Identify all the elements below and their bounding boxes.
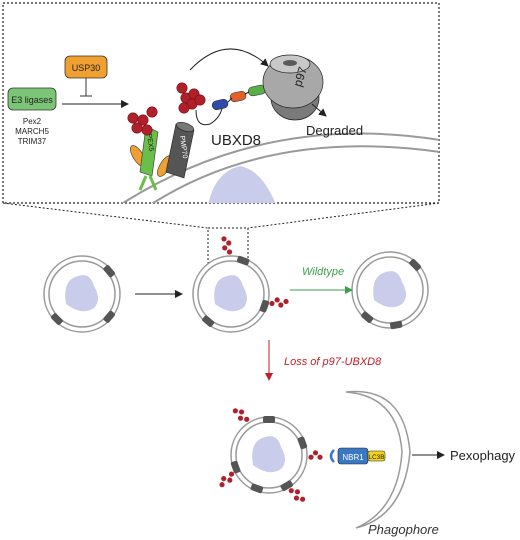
ubiquitin <box>278 302 284 308</box>
ubxd8-domain-blue <box>211 99 229 110</box>
pmp70-marker <box>103 310 115 323</box>
pmp70-marker <box>409 259 421 271</box>
phagophore-membrane <box>345 390 411 529</box>
ubiquitin <box>237 415 244 421</box>
ubiquitin-chain <box>288 488 306 502</box>
peroxisome-ubiquitinated <box>192 236 289 333</box>
pmp70-marker <box>259 299 270 313</box>
ubiquitin-chain <box>308 450 323 460</box>
ubiquitin <box>312 450 319 456</box>
e3-item-pex2: Pex2 <box>23 117 42 126</box>
ubxd8-label: UBXD8 <box>211 132 261 149</box>
ubiquitin <box>178 102 190 114</box>
ubiquitin-chain <box>221 236 233 255</box>
loss-label: Loss of p97-UBXD8 <box>284 356 382 368</box>
ubiquitin <box>317 454 323 460</box>
peroxisome-matrix <box>373 271 406 308</box>
ubiquitin <box>226 249 233 255</box>
degraded-label: Degraded <box>306 123 363 138</box>
ubxd8-tether <box>195 107 223 126</box>
pexophagy-label: Pexophagy <box>450 448 516 463</box>
pmp70-marker <box>103 265 115 278</box>
p97-label: p97 <box>290 65 310 89</box>
ubiquitin <box>194 94 206 106</box>
ubiquitin <box>293 495 300 501</box>
ubiquitin <box>146 106 158 118</box>
ubiquitin-chain <box>219 471 235 488</box>
e3-ligases-label: E3 ligases <box>11 95 53 105</box>
e3-item-trim37: TRIM37 <box>18 137 47 146</box>
pmp70-marker <box>250 483 264 494</box>
peroxisome-initial <box>43 255 121 333</box>
ubiquitin <box>300 496 306 502</box>
ubiquitin <box>228 471 235 477</box>
ubiquitin <box>226 240 232 246</box>
e3-ligases-box <box>7 87 57 111</box>
outer-membrane-arc <box>121 132 439 203</box>
nbr1-hook <box>329 449 335 463</box>
pex5-protein <box>139 125 159 177</box>
pmp70-marker <box>361 311 374 323</box>
ubiquitin <box>238 409 245 415</box>
ubiquitin <box>232 408 238 414</box>
pmp70-marker <box>389 320 403 330</box>
peroxisome-wildtype <box>351 251 429 330</box>
usp30-label: USP30 <box>72 63 101 73</box>
ubxd8-domain-orange <box>229 91 247 102</box>
inner-membrane-arc <box>151 145 439 203</box>
e3-item-march5: MARCH5 <box>15 127 49 136</box>
pmp70-label: PMP70 <box>178 135 188 159</box>
peroxisome-matrix <box>214 275 247 312</box>
ubiquitin <box>222 245 228 251</box>
ubiquitin-chain <box>269 297 289 308</box>
ubiquitin <box>131 122 143 134</box>
pex5-label: PEX5 <box>145 133 154 152</box>
ubiquitin <box>141 124 153 136</box>
peroxisome-matrix-inset <box>208 166 276 203</box>
wildtype-label: Wildtype <box>302 266 344 278</box>
peroxisome-matrix <box>252 436 285 473</box>
pmp70-marker <box>236 255 250 266</box>
ubiquitin <box>308 454 314 460</box>
ubiquitin <box>244 416 250 422</box>
lc3b-label: LC3B <box>368 454 384 461</box>
zoom-line-right <box>247 202 440 229</box>
ubiquitin <box>221 236 227 242</box>
phagophore-label: Phagophore <box>368 522 439 537</box>
pmp70-marker <box>263 416 275 423</box>
ubiquitin <box>137 114 149 126</box>
nbr1-label: NBR1 <box>342 453 364 462</box>
pmp70-marker <box>230 460 241 474</box>
pmp70-marker <box>297 436 308 450</box>
peroxisome-loss-of-p97 <box>219 408 323 502</box>
ubiquitin <box>221 475 227 482</box>
transfer-arrow <box>189 48 269 71</box>
degradation-arrow <box>311 103 327 117</box>
pmp70-marker <box>51 313 63 325</box>
pmp70-marker <box>202 315 215 327</box>
ubiquitin <box>219 482 225 488</box>
ubiquitin <box>269 300 275 307</box>
ubiquitin <box>274 297 280 303</box>
inset-panel: E3 ligases Pex2 MARCH5 TRIM37 USP30 PEX5… <box>2 2 440 204</box>
lc3b-box <box>367 450 386 462</box>
ubiquitin <box>288 488 294 494</box>
peroxisome-matrix <box>65 275 98 312</box>
ubiquitin <box>127 112 139 124</box>
ubiquitin-chain <box>232 408 250 422</box>
ubiquitin <box>283 298 289 305</box>
ubiquitin <box>227 477 233 483</box>
pmp70-marker <box>280 480 293 492</box>
zoom-line-left <box>2 202 209 229</box>
ubiquitin <box>176 82 188 94</box>
pmp70-protein: PMP70 <box>165 121 195 179</box>
inset-ubiquitin-chains <box>127 82 206 136</box>
p97-hexamer: p97 <box>262 54 324 121</box>
ubiquitin <box>294 489 301 495</box>
